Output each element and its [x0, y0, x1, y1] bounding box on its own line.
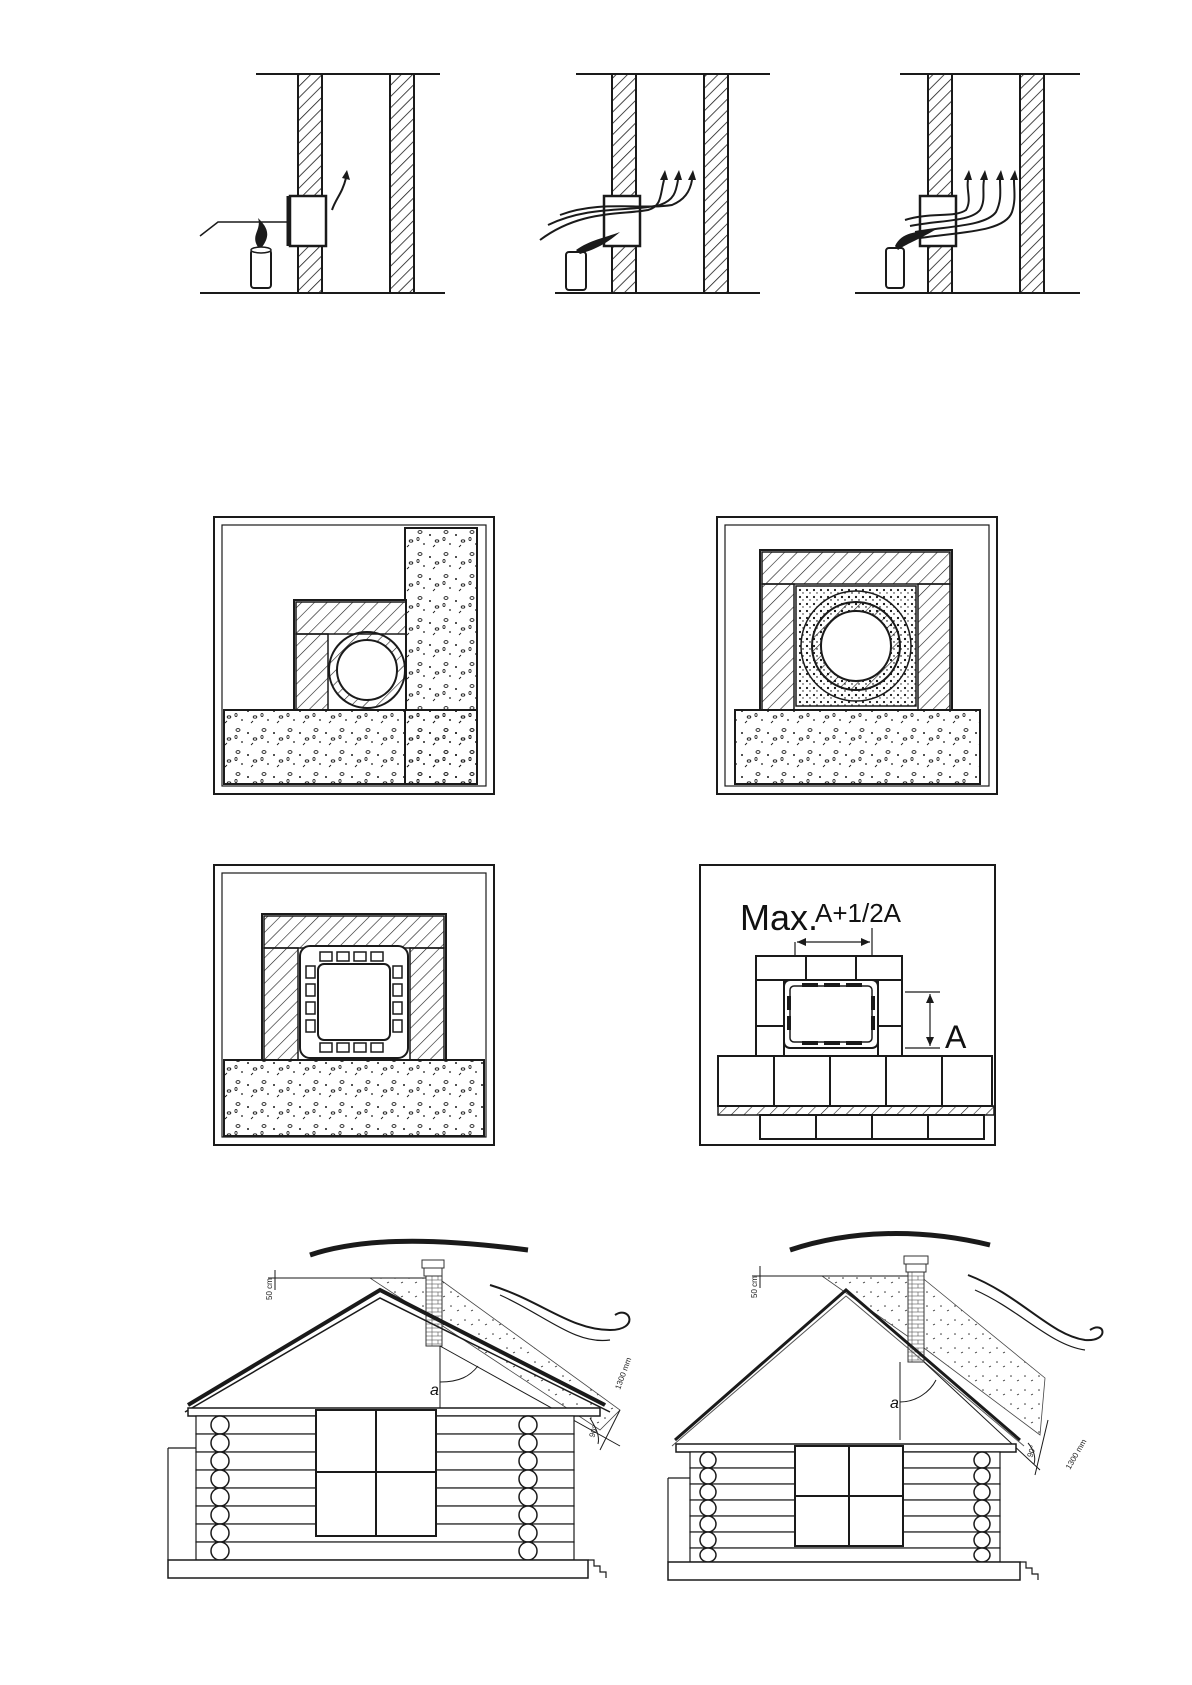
angle-label: a [890, 1395, 899, 1412]
detail-square-flue [214, 865, 494, 1145]
angle-label: a [430, 1382, 439, 1399]
label-max: Max. [740, 897, 818, 938]
dim-length: 1300 mm [613, 1356, 633, 1391]
candle-icon [886, 248, 904, 288]
wind-icon [490, 1285, 629, 1330]
candle-icon [251, 250, 271, 288]
detail-insulated-flue [717, 517, 997, 794]
draught-test-diagrams [0, 0, 1192, 320]
draught-panel-strong [855, 74, 1080, 293]
flue-connector [290, 196, 326, 246]
candle-icon [566, 252, 586, 290]
angle-small: 90° [1025, 1444, 1038, 1458]
draught-panel-good [540, 74, 770, 293]
house-left: 50 cm 1300 mm 90° a [168, 1241, 633, 1578]
airflow-arrow [332, 178, 346, 210]
chimney-height-houses: 50 cm 1300 mm 90° a [0, 1230, 1192, 1670]
dim-height: 50 cm [265, 1278, 274, 1300]
wind-icon [790, 1234, 990, 1250]
house-right: 50 cm 1300 mm 90° a [668, 1234, 1103, 1580]
label-formula: A+1/2A [815, 898, 902, 928]
label-a: A [945, 1019, 967, 1055]
draught-panel-weak [200, 74, 445, 293]
dim-height: 50 cm [750, 1276, 759, 1298]
detail-corner-chimney [214, 517, 494, 794]
chimney-cross-sections: Max. A+1/2A A [0, 510, 1192, 1160]
detail-brick-flue: Max. A+1/2A A [700, 865, 995, 1145]
wind-icon [968, 1275, 1103, 1340]
wind-icon [310, 1241, 528, 1255]
dim-length: 1300 mm [1064, 1437, 1089, 1471]
